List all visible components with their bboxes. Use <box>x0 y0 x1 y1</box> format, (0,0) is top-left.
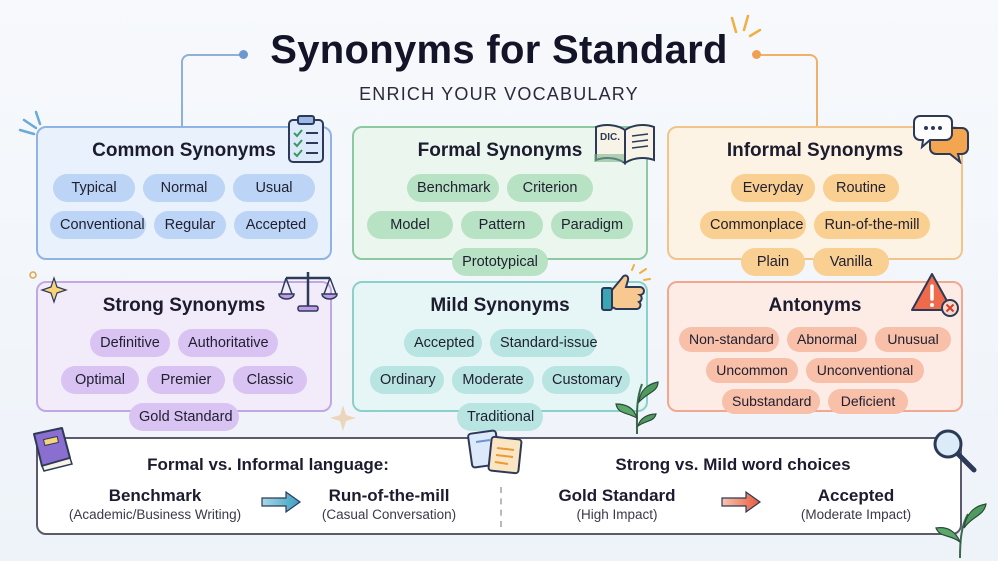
formal-informal-heading: Formal vs. Informal language: <box>147 455 389 474</box>
card-informal-synonyms: Informal Synonyms Everyday Routine Commo… <box>667 126 963 276</box>
clipboard-checklist-icon <box>288 115 324 163</box>
strong-mild-heading: Strong vs. Mild word choices <box>615 455 851 474</box>
card-antonyms: Antonyms Non-standard Abnormal Unusual U… <box>667 281 963 414</box>
word-chip[interactable]: Substandard <box>722 389 820 414</box>
magnifier-icon <box>933 429 977 473</box>
word-chip[interactable]: Prototypical <box>452 248 548 276</box>
word-chip[interactable]: Usual <box>233 174 315 202</box>
sparkle-rays-icon <box>730 14 762 38</box>
strong-example-note: (High Impact) <box>576 507 658 522</box>
arrow-right-icon <box>721 490 762 514</box>
word-chip[interactable]: Run-of-the-mill <box>814 211 930 239</box>
thumbs-up-icon <box>601 264 651 311</box>
small-sparkle-icon <box>330 405 356 431</box>
blue-rays-icon <box>18 110 42 136</box>
word-chip[interactable]: Abnormal <box>787 327 867 352</box>
word-chip[interactable]: Optimal <box>61 366 139 394</box>
notes-icon <box>467 429 523 475</box>
formal-example-word: Benchmark <box>108 486 202 505</box>
open-dictionary-icon: DIC. <box>594 124 655 165</box>
word-chip[interactable]: Premier <box>147 366 225 394</box>
card-title: Common Synonyms <box>92 140 276 161</box>
plant-icon <box>615 381 659 435</box>
informal-example-note: (Casual Conversation) <box>321 507 457 522</box>
word-chip[interactable]: Authoritative <box>178 329 278 357</box>
word-chip[interactable]: Gold Standard <box>129 403 239 431</box>
word-chip[interactable]: Plain <box>741 248 805 276</box>
word-chip[interactable]: Paradigm <box>551 211 633 239</box>
word-chip[interactable]: Deficient <box>828 389 908 414</box>
right-connector-line <box>756 54 818 126</box>
card-title: Informal Synonyms <box>726 140 904 161</box>
word-chip[interactable]: Conventional <box>50 211 146 239</box>
word-chip[interactable]: Pattern <box>461 211 543 239</box>
word-chip[interactable]: Uncommon <box>706 358 798 383</box>
sparkle-icon <box>29 271 68 304</box>
word-chip[interactable]: Commonplace <box>700 211 806 239</box>
word-chip[interactable]: Accepted <box>404 329 482 357</box>
word-chip[interactable]: Standard-issue <box>490 329 598 357</box>
panel-divider <box>500 487 502 527</box>
word-chip[interactable]: Unusual <box>875 327 951 352</box>
strong-example-word: Gold Standard <box>558 486 676 505</box>
word-chip[interactable]: Everyday <box>731 174 815 202</box>
word-chip[interactable]: Model <box>367 211 453 239</box>
warning-triangle-icon <box>911 273 959 317</box>
card-title: Antonyms <box>768 295 862 316</box>
word-chip[interactable]: Vanilla <box>813 248 889 276</box>
card-strong-synonyms: Strong Synonyms Definitive Authoritative… <box>36 281 332 431</box>
word-chip[interactable]: Unconventional <box>806 358 924 383</box>
card-common-synonyms: Common Synonyms Typical Normal Usual Con… <box>36 126 332 260</box>
word-chip[interactable]: Classic <box>233 366 307 394</box>
dictionary-label: DIC. <box>600 132 620 143</box>
word-chip[interactable]: Regular <box>154 211 226 239</box>
right-connector-dot <box>752 50 761 59</box>
card-mild-synonyms: Mild Synonyms Accepted Standard-issue Or… <box>352 281 648 431</box>
page-title: Synonyms for Standard <box>270 28 728 72</box>
word-chip[interactable]: Benchmark <box>407 174 499 202</box>
card-title: Formal Synonyms <box>417 140 583 161</box>
word-chip[interactable]: Criterion <box>507 174 593 202</box>
word-chip[interactable]: Customary <box>542 366 630 394</box>
left-connector-dot <box>239 50 248 59</box>
arrow-right-icon <box>261 490 302 514</box>
book-icon <box>33 427 73 472</box>
word-chip[interactable]: Normal <box>143 174 225 202</box>
speech-bubbles-icon <box>913 115 969 164</box>
word-chip[interactable]: Moderate <box>452 366 534 394</box>
word-chip[interactable]: Definitive <box>90 329 170 357</box>
word-chip[interactable]: Non-standard <box>679 327 779 352</box>
word-chip[interactable]: Routine <box>823 174 899 202</box>
mild-example-note: (Moderate Impact) <box>800 507 912 522</box>
page-subtitle: ENRICH YOUR VOCABULARY <box>359 84 639 104</box>
left-connector-line <box>181 54 243 126</box>
word-chip[interactable]: Ordinary <box>370 366 444 394</box>
word-chip[interactable]: Traditional <box>457 403 543 431</box>
mild-example-word: Accepted <box>817 486 895 505</box>
plant-icon <box>935 503 987 558</box>
comparison-panel: Formal vs. Informal language: Benchmark … <box>36 437 962 535</box>
formal-example-note: (Academic/Business Writing) <box>68 507 242 522</box>
card-title: Strong Synonyms <box>102 295 266 316</box>
card-title: Mild Synonyms <box>430 295 570 316</box>
balance-scale-icon <box>278 272 338 312</box>
informal-example-word: Run-of-the-mill <box>328 486 450 505</box>
word-chip[interactable]: Typical <box>53 174 135 202</box>
word-chip[interactable]: Accepted <box>234 211 318 239</box>
